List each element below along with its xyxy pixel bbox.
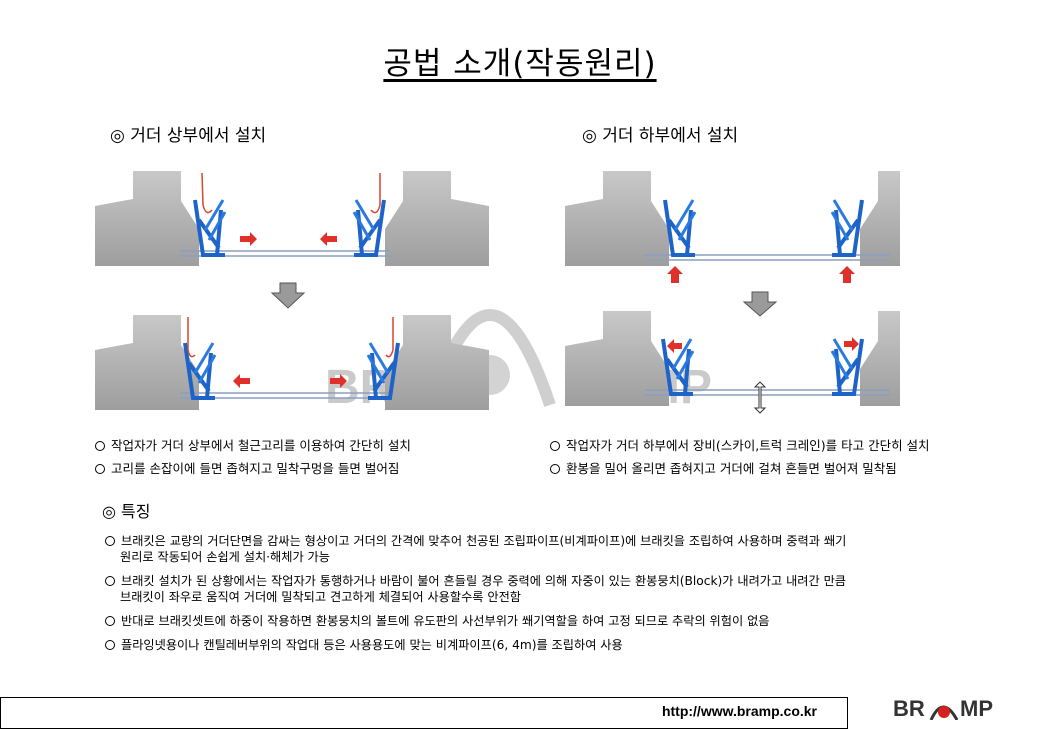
bullet-circle-icon: [550, 464, 560, 474]
scene-bottom-install-before: [565, 171, 900, 283]
scene-bottom-install-after: [565, 311, 900, 414]
svg-text:BR: BR: [893, 696, 925, 720]
section-heading-top-install: ◎ 거더 상부에서 설치: [110, 126, 267, 146]
scene-top-install-after: [95, 315, 489, 410]
bramp-logo: BR MP: [893, 696, 993, 720]
website-link[interactable]: http://www.bramp.co.kr: [661, 703, 817, 719]
feature-item: 반대로 브래킷셋트에 하중이 작용하면 환봉뭉치의 볼트에 유도판의 사선부위가…: [105, 614, 985, 630]
bullet-circle-icon: [95, 464, 105, 474]
svg-text:BR: BR: [325, 361, 394, 414]
bullet-circle-icon: [95, 441, 105, 451]
list-item: 고리를 손잡이에 들면 좁혀지고 밀착구멍을 들면 벌어짐: [95, 461, 399, 477]
scene-top-install-before: [95, 171, 489, 266]
feature-item: 브래킷 설치가 된 상황에서는 작업자가 통행하거나 바람이 불어 흔들릴 경우…: [105, 574, 985, 605]
list-item: 작업자가 거더 상부에서 철근고리를 이용하여 간단히 설치: [95, 438, 411, 454]
section-heading-bottom-install: ◎ 거더 하부에서 설치: [582, 126, 739, 146]
list-item: 작업자가 거더 하부에서 장비(스카이,트럭 크레인)를 타고 간단히 설치: [550, 438, 930, 454]
bullet-circle-icon: [105, 640, 115, 650]
feature-item: 브래킷은 교량의 거더단면을 감싸는 형상이고 거더의 간격에 맞추어 천공된 …: [105, 534, 985, 565]
bullet-circle-icon: [105, 536, 115, 546]
features-heading: ◎ 특징: [102, 502, 151, 521]
bullet-circle-icon: [105, 616, 115, 626]
list-item: 환봉을 밀어 올리면 좁혀지고 거더에 걸쳐 흔들면 벌어져 밀착됨: [550, 461, 897, 477]
installation-diagram: BR MP: [95, 171, 900, 414]
feature-item: 플라잉넷용이나 캔틸레버부위의 작업대 등은 사용용도에 맞는 비계파이프(6,…: [105, 638, 985, 654]
bullet-circle-icon: [105, 576, 115, 586]
svg-text:MP: MP: [960, 696, 993, 720]
page-title: 공법 소개(작동원리): [383, 46, 657, 82]
bullet-circle-icon: [550, 441, 560, 451]
footer-bar: http://www.bramp.co.kr: [0, 697, 848, 729]
